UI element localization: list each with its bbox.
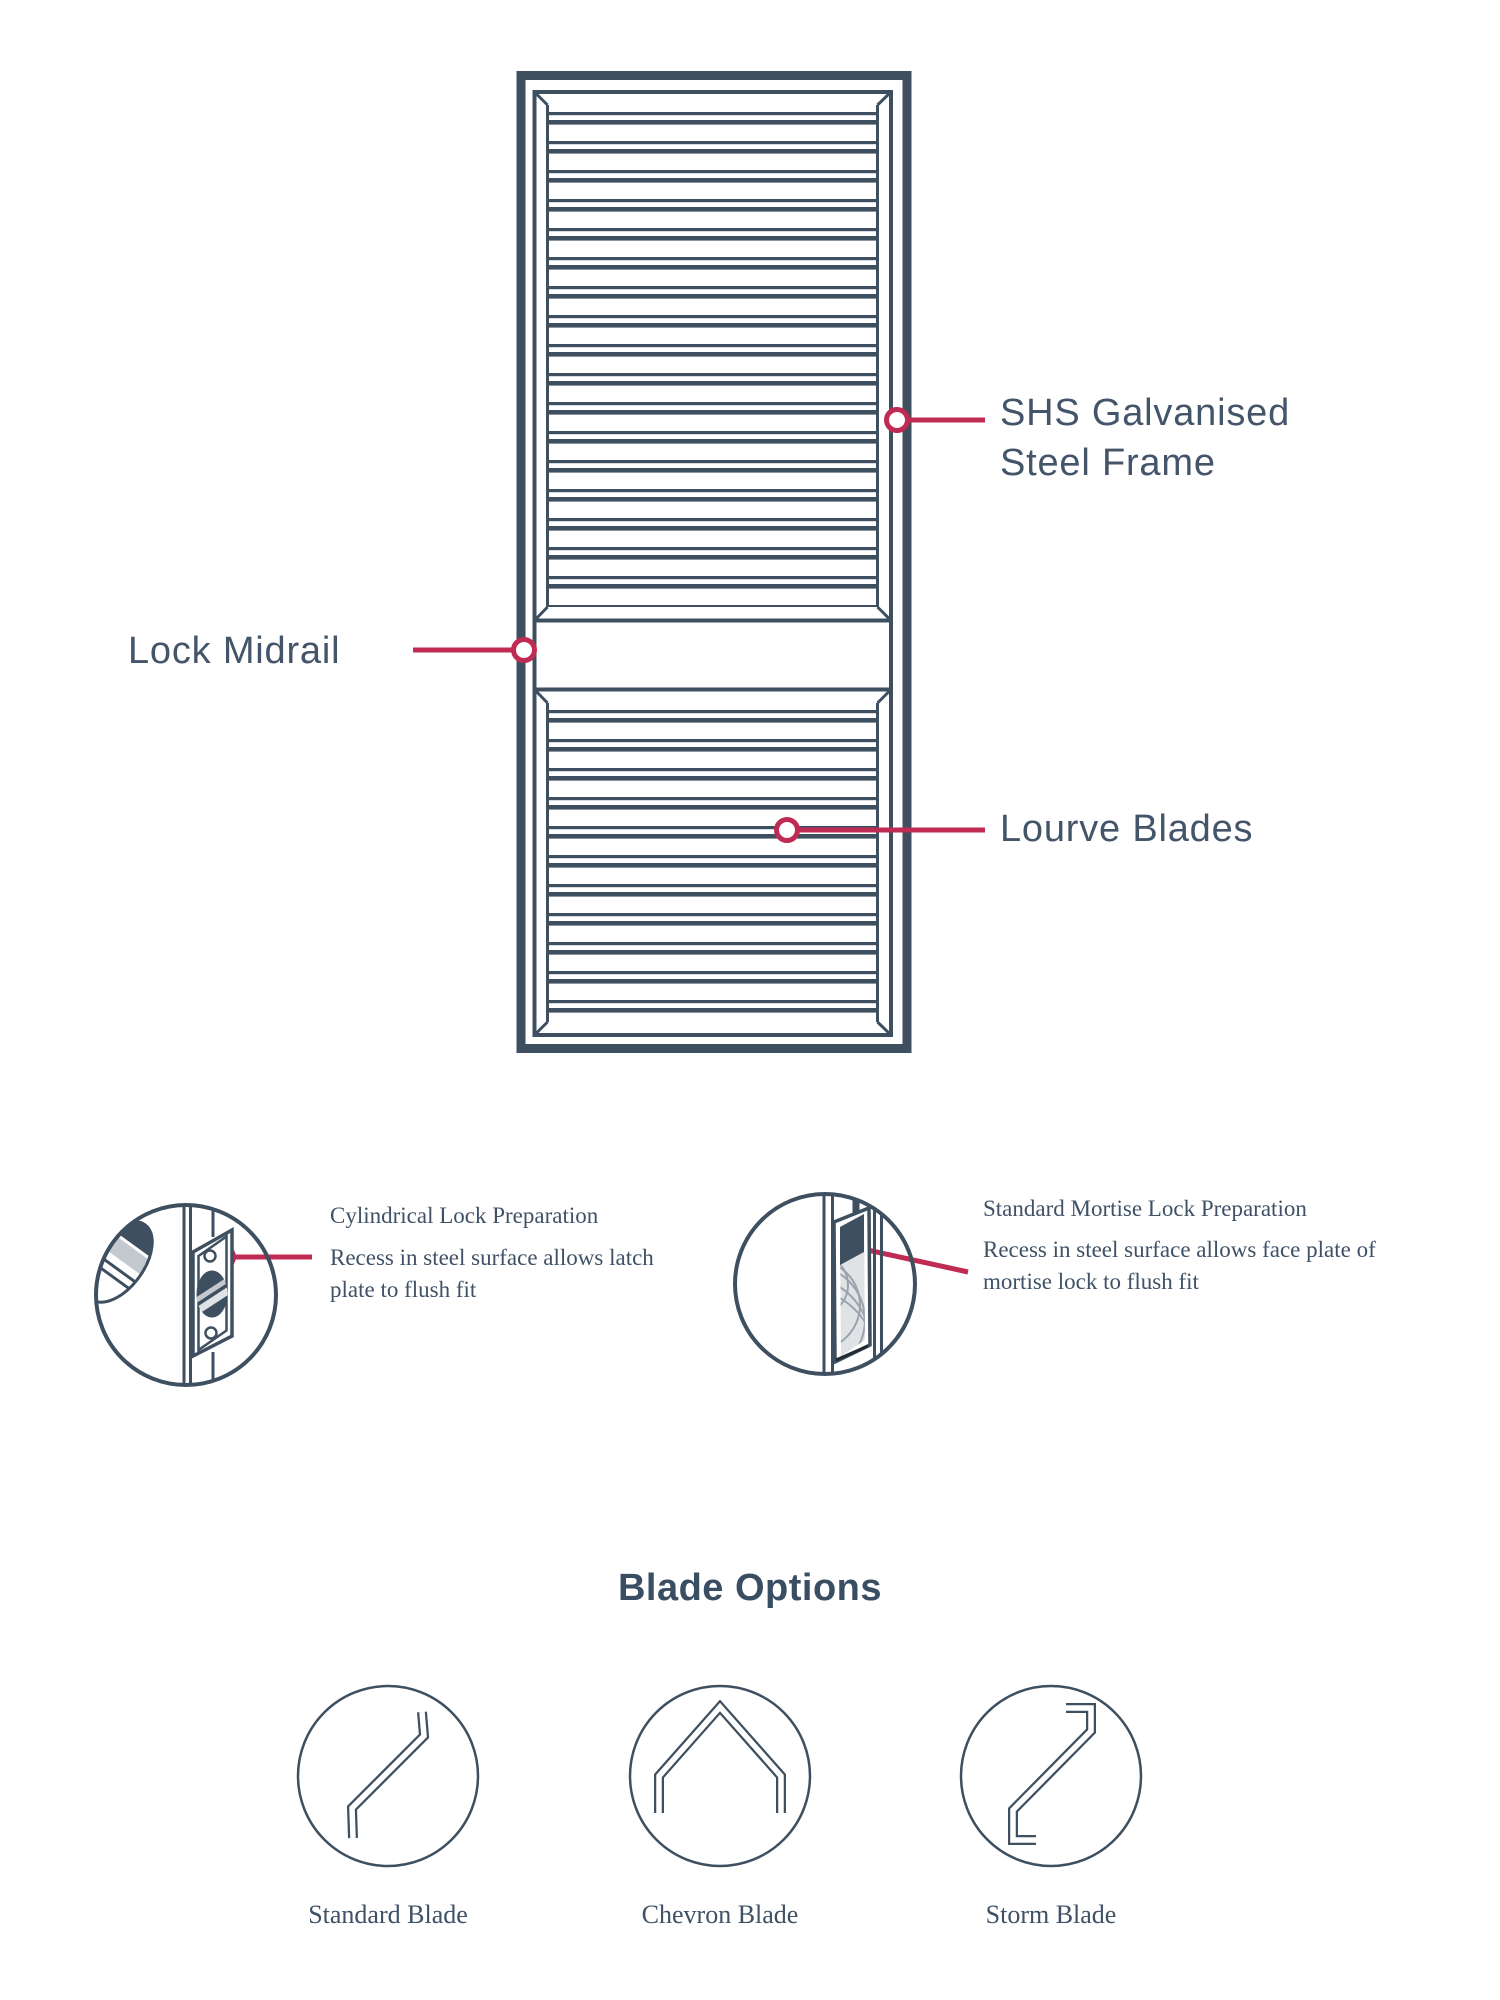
lock-cylinder-knob [96,1209,167,1304]
standard-blade-label: Standard Blade [308,1900,468,1929]
frame-label-line1: SHS Galvanised [1000,392,1291,434]
louvre-door-drawing [516,71,912,1053]
storm-blade-label: Storm Blade [985,1900,1117,1929]
chevron-blade-icon [654,1699,786,1813]
latch-plate [191,1227,234,1359]
door-inner-frame [532,90,893,1037]
cylindrical-lock-title: Cylindrical Lock Preparation [330,1203,599,1228]
standard-blade-icon [346,1711,430,1839]
storm-blade-circle [959,1684,1143,1868]
cylindrical-lock-detail [94,1203,278,1387]
mortise-lock-detail [733,1192,917,1376]
frame-label-line2: Steel Frame [1000,442,1216,485]
upper-louvre-panel [533,90,893,622]
storm-blade-icon [1008,1703,1096,1845]
lock-midrail-bar [534,618,891,692]
standard-blade-circle [296,1684,480,1868]
blades-label: Lourve Blades [1000,808,1254,850]
mortise-recess [832,1205,872,1365]
cylindrical-lock-body: Recess in steel surface allows latch pla… [330,1245,654,1303]
chevron-blade-circle [628,1684,812,1868]
blade-option-circles [296,1684,1143,1868]
leader-blades [774,817,985,843]
chevron-blade-label: Chevron Blade [641,1900,799,1929]
lower-louvre-panel [533,688,893,1037]
mortise-lock-body: Recess in steel surface allows face plat… [983,1237,1376,1295]
leader-frame [884,407,985,433]
leader-midrail [413,637,537,663]
blade-options-title: Blade Options [617,1567,883,1609]
door-outer-frame [516,71,912,1053]
frame-label: SHS Galvanised Steel Frame [1000,388,1290,488]
mortise-lock-title: Standard Mortise Lock Preparation [983,1196,1307,1221]
midrail-label: Lock Midrail [128,630,341,672]
